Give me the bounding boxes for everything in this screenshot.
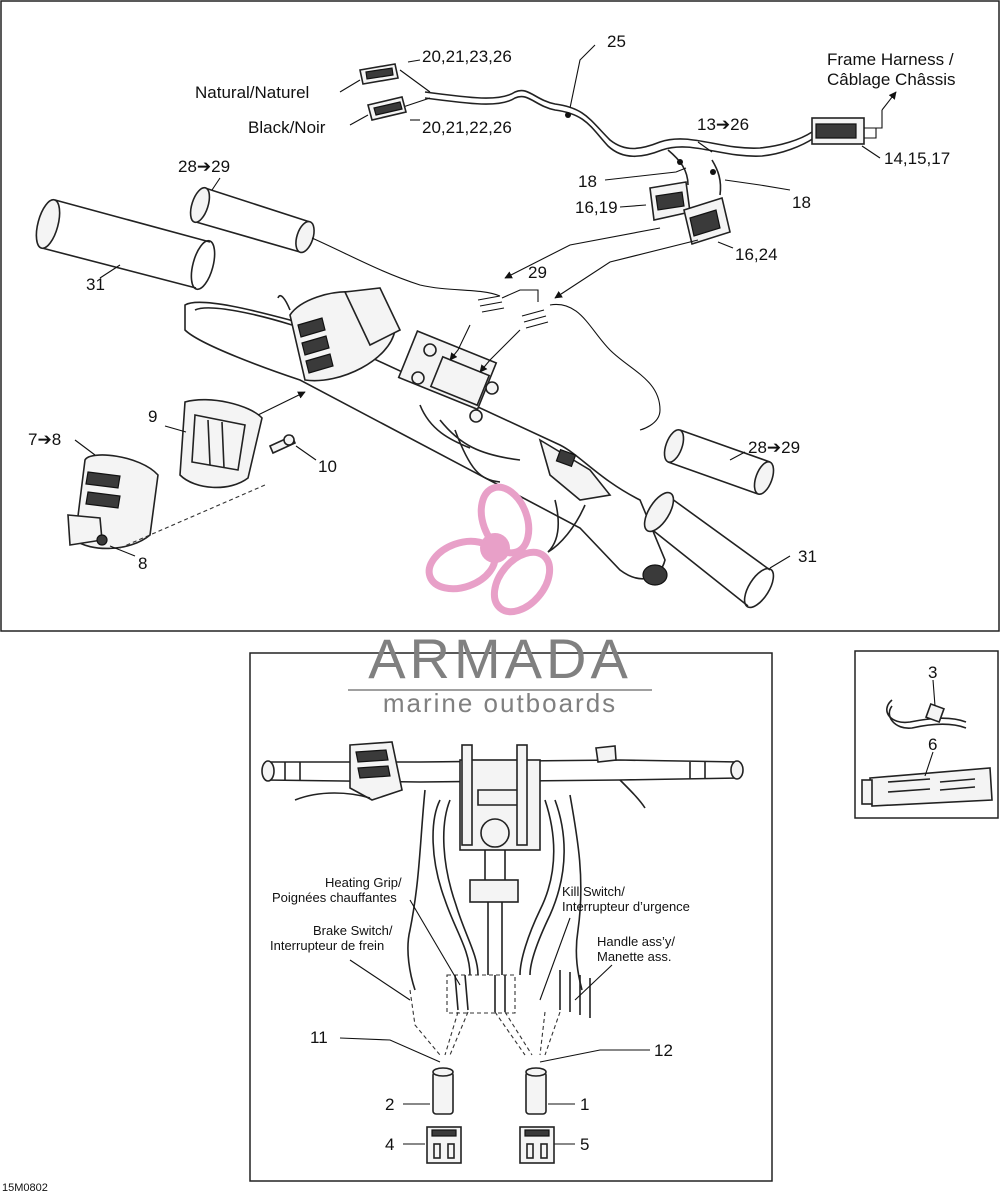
handlebar-assembly	[184, 287, 668, 586]
brand-tagline: marine outboards	[383, 688, 617, 718]
label-8: 8	[138, 554, 147, 573]
plug-29-left	[477, 295, 505, 313]
figure-code: 15M0802	[2, 1182, 48, 1194]
label-18-right: 18	[792, 193, 811, 212]
natural-connector	[359, 63, 399, 85]
connector-4	[426, 1126, 462, 1164]
label-25: 25	[607, 32, 626, 51]
armada-logo-icon	[425, 483, 554, 616]
leader-lines-top	[74, 44, 897, 569]
label-29: 29	[528, 263, 547, 282]
main-panel-frame	[0, 0, 1000, 632]
heating-element-28-left	[189, 186, 501, 297]
label-4: 4	[385, 1135, 394, 1154]
label-11: 11	[310, 1028, 328, 1047]
label-brake-switch: Brake Switch/	[313, 923, 393, 938]
plug-29-right	[521, 303, 661, 431]
label-1: 1	[580, 1095, 589, 1114]
label-handle-assy-fr: Manette ass.	[597, 949, 671, 964]
label-20-21-23-26: 20,21,23,26	[422, 47, 512, 66]
black-connector	[367, 96, 407, 121]
label-2: 2	[385, 1095, 394, 1114]
label-16-24: 16,24	[735, 245, 778, 264]
connector-16-24	[683, 196, 731, 246]
leader-lines-detail	[339, 899, 650, 1145]
brand-name: ARMADA	[368, 627, 632, 690]
label-28-29-right: 28➔29	[748, 438, 800, 457]
label-10: 10	[318, 457, 337, 476]
label-13-26: 13➔26	[697, 115, 749, 134]
label-18-left: 18	[578, 172, 597, 191]
label-frame-harness: Frame Harness /	[827, 50, 954, 69]
label-20-21-22-26: 20,21,22,26	[422, 118, 512, 137]
switch-housing-9	[179, 398, 263, 489]
grease-tube-6	[861, 751, 993, 807]
label-3: 3	[928, 663, 937, 682]
label-14-15-17: 14,15,17	[884, 149, 950, 168]
label-28-29-left: 28➔29	[178, 157, 230, 176]
label-5: 5	[580, 1135, 589, 1154]
connector-5	[519, 1126, 555, 1164]
label-12: 12	[654, 1041, 673, 1060]
cable-tie-3	[886, 679, 967, 729]
label-black: Black/Noir	[248, 118, 326, 137]
screw-10	[268, 434, 297, 455]
grip-sleeve-31-left	[35, 198, 216, 291]
grip-sleeve-31-right	[643, 491, 775, 609]
label-kill-switch-fr: Interrupteur d’urgence	[562, 899, 690, 914]
detail-panel-frame	[249, 652, 773, 1182]
heating-element-28-right	[663, 428, 775, 496]
label-brake-switch-fr: Interrupteur de frein	[270, 938, 384, 953]
label-heating-grip-fr: Poignées chauffantes	[272, 890, 397, 905]
wiring-harness	[399, 69, 815, 196]
label-9: 9	[148, 407, 157, 426]
label-31-right: 31	[798, 547, 817, 566]
connector-16-19	[649, 181, 691, 221]
label-31-left: 31	[86, 275, 105, 294]
detail-handlebar	[261, 741, 744, 1056]
callout-labels: 25 20,21,23,26 Natural/Naturel Black/Noi…	[28, 32, 956, 1154]
label-natural: Natural/Naturel	[195, 83, 309, 102]
label-frame-harness-fr: Câblage Châssis	[827, 70, 956, 89]
label-handle-assy: Handle ass’y/	[597, 934, 675, 949]
label-6: 6	[928, 735, 937, 754]
label-16-19: 16,19	[575, 198, 618, 217]
accessory-panel-frame	[854, 650, 999, 819]
label-7-8: 7➔8	[28, 430, 61, 449]
pin-housing-1	[525, 1067, 547, 1115]
switch-module-7-8	[67, 454, 159, 550]
label-heating-grip: Heating Grip/	[325, 875, 402, 890]
pin-housing-2	[432, 1067, 454, 1115]
label-kill-switch: Kill Switch/	[562, 884, 625, 899]
frame-harness-connector	[811, 117, 877, 145]
